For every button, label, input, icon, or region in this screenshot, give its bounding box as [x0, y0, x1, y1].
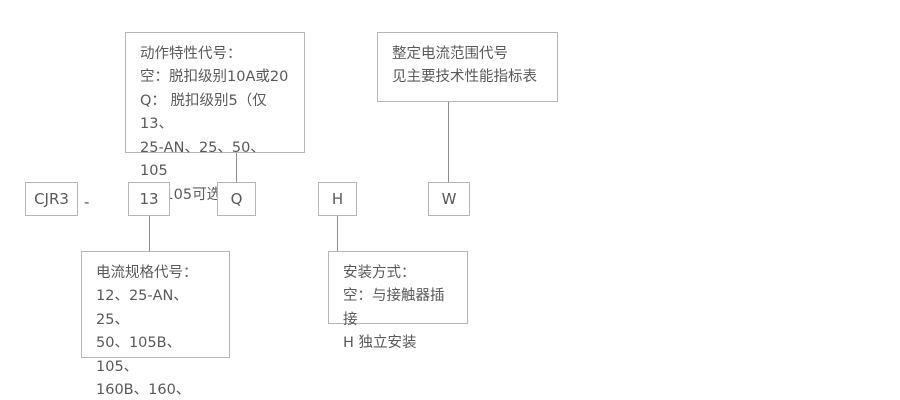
connector-trip-characteristic [236, 153, 237, 182]
code-box-current-spec: 13 [128, 182, 170, 216]
code-box-mounting-label: H [331, 189, 344, 208]
separator-dash: - [84, 193, 90, 211]
connector-current-range [448, 102, 449, 182]
code-box-current-range: W [428, 182, 470, 216]
code-box-current-spec-label: 13 [139, 189, 159, 208]
note-box-trip-characteristic: 动作特性代号： 空：脱扣级别10A或20 Q： 脱扣级别5（仅13、 25-AN… [125, 32, 305, 203]
connector-mounting [337, 216, 338, 251]
code-box-current-range-label: W [441, 189, 457, 208]
note-box-mounting: 安装方式： 空：与接触器插接 H 独立安装 [328, 251, 468, 351]
code-box-trip-characteristic: Q [217, 182, 256, 216]
connector-current-spec [149, 216, 150, 251]
code-box-series-label: CJR3 [34, 189, 69, 208]
code-box-series: CJR3 [25, 182, 78, 216]
code-box-mounting: H [318, 182, 357, 216]
note-box-current-range: 整定电流范围代号 见主要技术性能指标表 [377, 32, 558, 102]
note-box-current-spec: 电流规格代号： 12、25-AN、25、 50、105B、105、 160B、1… [81, 251, 230, 398]
code-box-trip-characteristic-label: Q [230, 189, 243, 208]
